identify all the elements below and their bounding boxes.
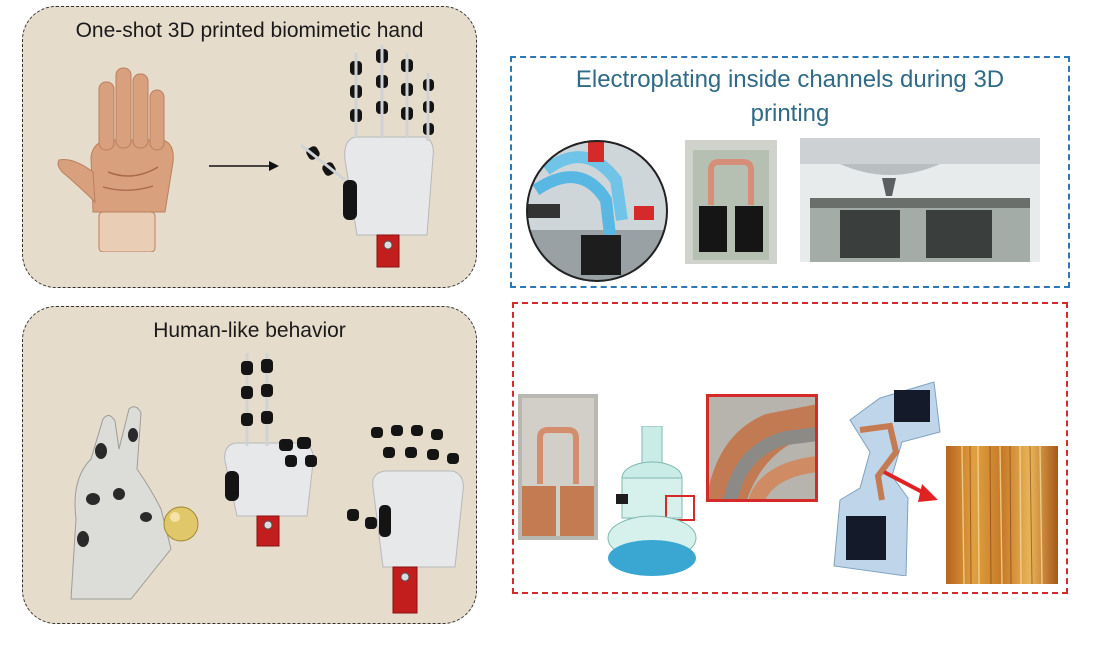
gloved-hand-grasp-photo	[70, 406, 199, 600]
printed-robotic-hand	[300, 45, 434, 268]
human-like-behavior-panel: Human-like behavior	[22, 306, 477, 624]
electroplating-title-line1: Electroplating inside channels during 3D	[575, 66, 1005, 93]
right-arrow-icon	[209, 161, 279, 171]
electroplating-title-line2: printing	[750, 100, 830, 127]
cylinder-device-photo	[607, 426, 697, 576]
human-hand-photo	[57, 67, 174, 252]
tube-setup-photo	[526, 140, 668, 282]
copper-channel-zoom-photo	[706, 394, 818, 502]
human-like-behavior-title: Human-like behavior	[153, 319, 346, 342]
channel-device-photo	[833, 381, 941, 576]
channel-results-panel	[512, 302, 1068, 594]
nozzle-printing-photo	[800, 138, 1040, 262]
channel-chip-photo	[685, 140, 777, 264]
robotic-hand-pointing	[224, 353, 317, 547]
copper-chip-photo	[518, 394, 598, 540]
printed-hand-panel: One-shot 3D printed biomimetic hand	[22, 6, 477, 288]
electroplating-panel: Electroplating inside channels during 3D…	[510, 56, 1070, 288]
printed-hand-panel-title: One-shot 3D printed biomimetic hand	[75, 19, 424, 42]
copper-microscope-photo	[946, 446, 1058, 584]
robotic-hand-grasp	[347, 425, 464, 614]
red-arrow-icon	[883, 470, 938, 502]
